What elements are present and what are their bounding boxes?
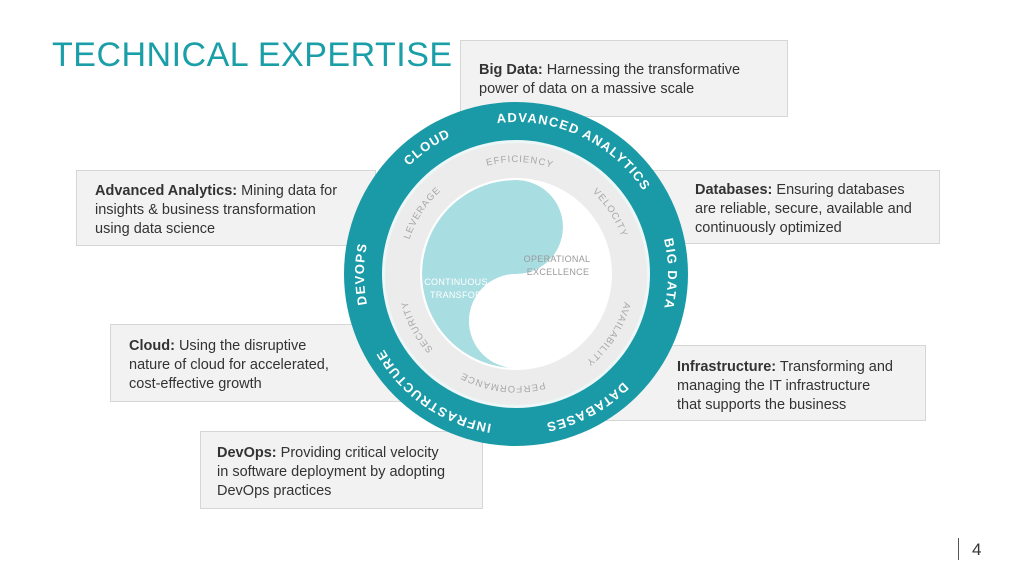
- card-analytics-label: Advanced Analytics:: [95, 183, 238, 199]
- card-cloud-label: Cloud:: [129, 338, 175, 354]
- card-cloud-line2: nature of cloud for accelerated,: [129, 357, 329, 373]
- yin-yang: [422, 180, 610, 368]
- card-big-data-label: Big Data:: [479, 62, 543, 78]
- ring-label-big-data: BIG DATA: [661, 237, 679, 312]
- card-analytics-line2: insights & business transformation: [95, 202, 316, 218]
- card-cloud-line1: Using the disruptive: [178, 338, 307, 354]
- card-big-data-line1: Harnessing the transformative: [546, 62, 741, 78]
- card-databases-line3: continuously optimized: [695, 220, 842, 236]
- card-infrastructure-label: Infrastructure:: [677, 359, 777, 375]
- card-cloud-line3: cost-effective growth: [129, 376, 262, 392]
- card-infrastructure-line2: managing the IT infrastructure: [677, 378, 871, 394]
- yang-dot: [484, 306, 516, 338]
- center-label-operational: OPERATIONAL: [524, 254, 591, 264]
- card-databases-label: Databases:: [695, 182, 773, 198]
- card-analytics-line3: using data science: [95, 221, 216, 237]
- card-advanced-analytics: Advanced Analytics: Mining data for insi…: [76, 170, 376, 246]
- card-databases-line2: are reliable, secure, available and: [695, 201, 912, 217]
- page-number-divider: [958, 538, 959, 560]
- card-devops-label: DevOps:: [217, 445, 277, 461]
- card-analytics-line1: Mining data for: [241, 183, 338, 199]
- page-number: 4: [972, 540, 982, 559]
- card-devops-line2: in software deployment by adopting: [217, 464, 446, 480]
- card-devops-line1: Providing critical velocity: [280, 445, 439, 461]
- card-big-data-line2: power of data on a massive scale: [479, 81, 695, 97]
- card-infrastructure-line1: Transforming and: [779, 359, 893, 375]
- card-devops-line3: DevOps practices: [217, 483, 332, 499]
- yin-dot: [505, 212, 537, 244]
- svg-text:DEVOPS: DEVOPS: [352, 241, 370, 306]
- center-label-transformation: TRANSFORMATION: [430, 290, 518, 300]
- card-databases-line1: Ensuring databases: [776, 182, 905, 198]
- card-infrastructure-line3: that supports the business: [677, 397, 847, 413]
- card-devops: DevOps: Providing critical velocity in s…: [200, 431, 483, 509]
- ring-label-devops: DEVOPS: [352, 241, 370, 306]
- center-label-excellence: EXCELLENCE: [527, 267, 590, 277]
- page-title: TECHNICAL EXPERTISE: [52, 36, 453, 74]
- svg-text:BIG DATA: BIG DATA: [661, 237, 680, 312]
- center-label-continuous: CONTINUOUS: [424, 277, 488, 287]
